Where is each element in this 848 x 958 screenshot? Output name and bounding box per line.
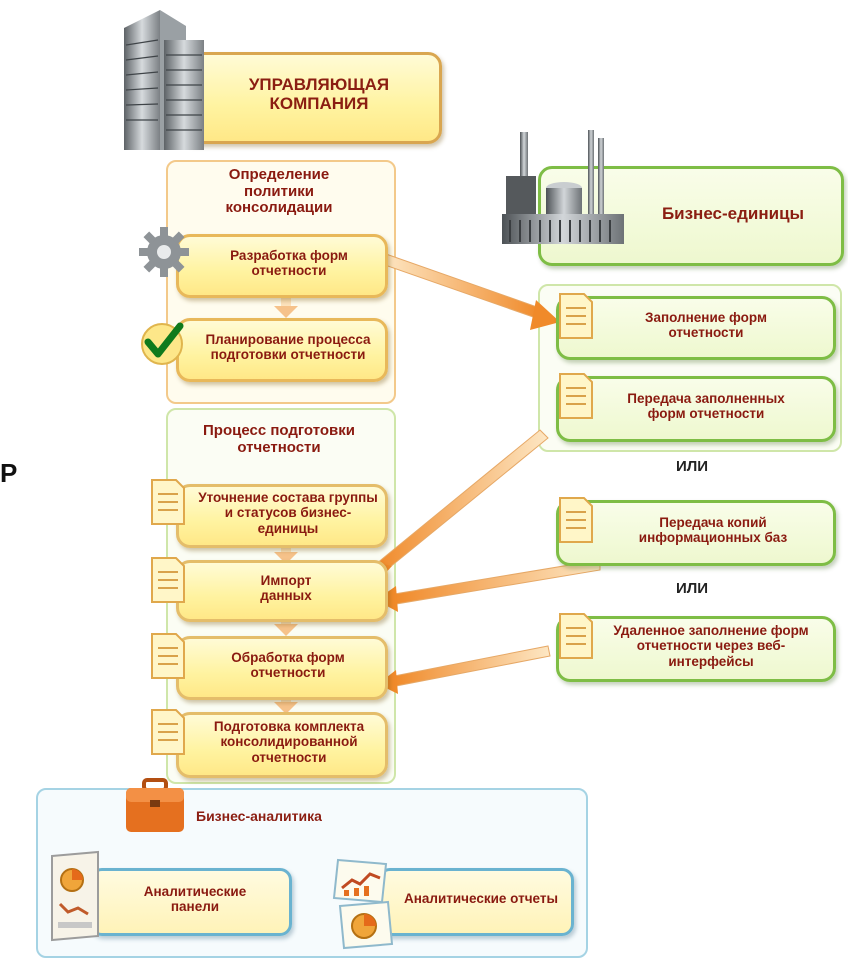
bu-step-remote-label: Удаленное заполнение форм отчетности чер… [613, 623, 809, 669]
process-step-processing-label: Обработка форм отчетности [231, 649, 345, 680]
office-building-icon [104, 0, 214, 150]
process-step-group-refinement [176, 484, 388, 548]
reports-icon [330, 856, 396, 950]
managing-company-box [180, 52, 442, 144]
bu-step-copies-label: Передача копий информационных баз [638, 514, 788, 545]
business-units-label: Бизнес-единицы [661, 204, 805, 224]
document-icon [556, 292, 596, 342]
policy-step-development-label: Разработка форм отчетности [230, 247, 348, 278]
arrow-transfer-to-import [366, 429, 549, 588]
process-step-group-refinement-label: Уточнение состава группы и статусов бизн… [198, 490, 378, 536]
dashboard-icon [46, 850, 104, 942]
document-icon [556, 612, 596, 662]
policy-step-planning-label: Планирование процесса подготовки отчетно… [205, 331, 371, 362]
document-icon [148, 478, 188, 528]
process-group-title-text: Процесс подготовки отчетности [203, 422, 355, 456]
stray-letter: Р [0, 458, 18, 488]
bu-step-copies [556, 500, 836, 566]
bu-step-transfer-label: Передача заполненных форм отчетности [627, 390, 785, 421]
document-icon [556, 496, 596, 546]
arrow-down-1 [274, 294, 298, 318]
analytics-reports-box [378, 868, 574, 936]
analytics-panels-label: Аналитические панели [143, 883, 247, 914]
analytics-title: Бизнес-аналитика [196, 808, 322, 824]
document-icon [148, 556, 188, 606]
arrow-remote-to-processing [378, 645, 551, 694]
bu-step-transfer [556, 376, 836, 442]
process-step-consolidation-label: Подготовка комплекта консолидированной о… [213, 719, 365, 765]
process-step-consolidation [176, 712, 388, 778]
process-step-processing [176, 636, 388, 700]
bu-step-fill [556, 296, 836, 360]
arrow-dev-to-fill [381, 253, 560, 330]
policy-step-planning [176, 318, 388, 382]
policy-step-development [176, 234, 388, 298]
or-label-2: ИЛИ [676, 580, 709, 597]
bu-step-fill-label: Заполнение форм отчетности [645, 309, 767, 340]
or-label-1: ИЛИ [676, 458, 709, 475]
arrow-down-2 [274, 542, 298, 564]
factory-icon [500, 128, 628, 250]
bu-step-remote [556, 616, 836, 682]
process-step-import-label: Импорт данных [260, 572, 312, 603]
arrow-copies-to-import [376, 559, 601, 612]
analytics-panels-box [90, 868, 292, 936]
managing-company-label: УПРАВЛЯЮЩАЯ КОМПАНИЯ [248, 74, 390, 113]
policy-group-title: Определение политики консолидации [225, 165, 333, 217]
document-icon [148, 708, 188, 758]
checkmark-icon [136, 314, 192, 370]
document-icon [148, 632, 188, 682]
briefcase-icon [122, 776, 188, 836]
gear-icon [136, 224, 192, 280]
document-icon [556, 372, 596, 422]
analytics-reports-label: Аналитические отчеты [403, 891, 559, 907]
